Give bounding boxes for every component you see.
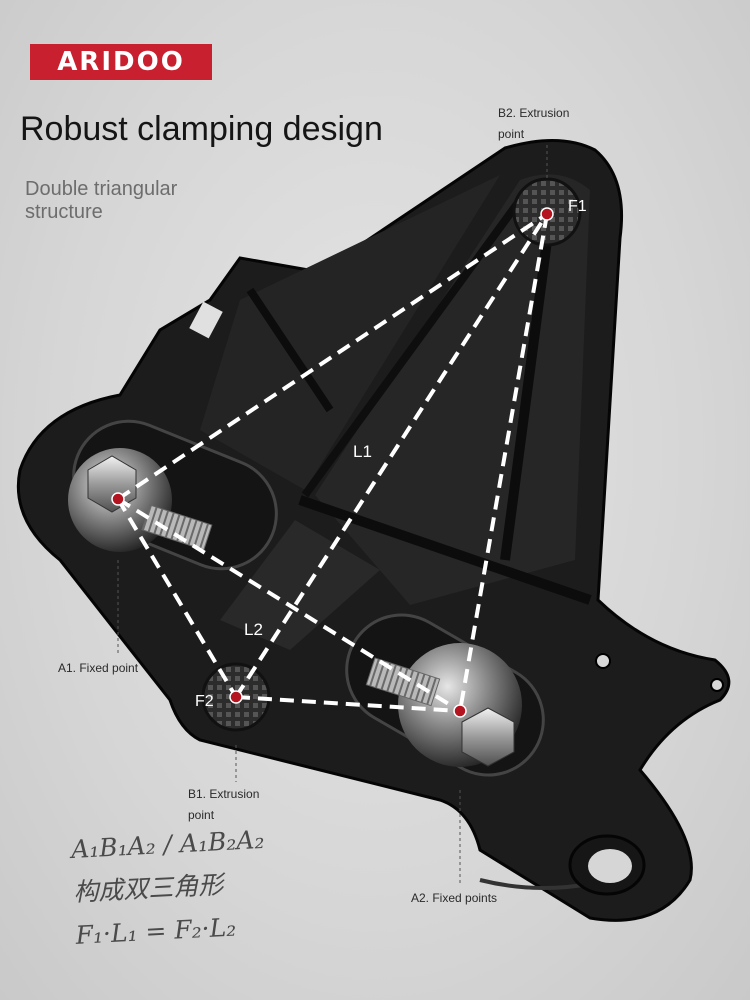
brand-logo: ARIDOO <box>30 44 212 80</box>
left-clamp <box>68 419 278 571</box>
label-b2: B2. Extrusion point <box>498 106 570 141</box>
label-a2: A2. Fixed points <box>411 891 498 905</box>
label-f1: F1 <box>568 198 587 215</box>
leader-lines <box>117 145 548 885</box>
label-b1: B1. Extrusion point <box>188 787 260 822</box>
handwritten-notes: A₁B₁A₂ / A₁B₂A₂ 构成双三角形 F₁·L₁ = F₂·L₂ <box>70 818 270 957</box>
point-a2-marker <box>453 704 467 718</box>
label-l1: L1 <box>353 442 372 461</box>
bracket-body <box>16 139 731 922</box>
force-triangles <box>116 212 549 713</box>
headline: Robust clamping design <box>20 110 383 148</box>
point-b2-marker <box>540 207 554 221</box>
label-f2: F2 <box>195 693 214 710</box>
subheadline: Double triangular structure <box>25 178 178 223</box>
label-l2: L2 <box>244 620 263 639</box>
point-a1-marker <box>111 492 125 506</box>
point-b1-marker <box>229 690 243 704</box>
label-a1: A1. Fixed point <box>58 661 139 675</box>
